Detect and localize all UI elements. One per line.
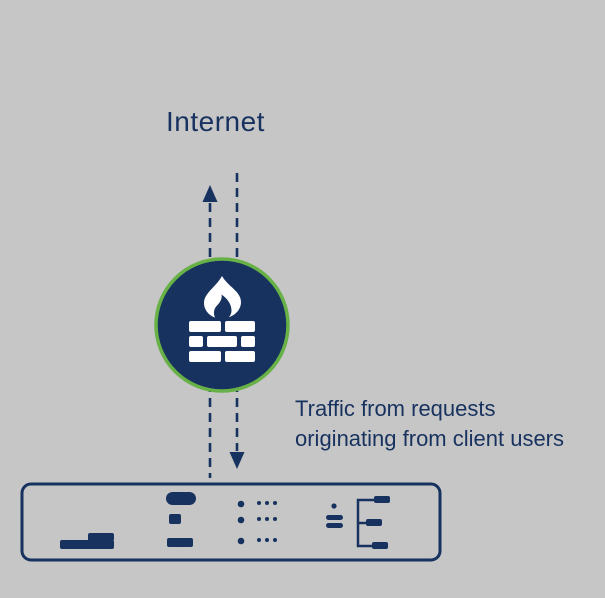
traffic-annotation-line1: Traffic from requests: [295, 396, 496, 421]
appliance-chassis-outline: [20, 482, 442, 562]
traffic-annotation-line2: originating from client users: [295, 426, 564, 451]
appliance-led-dots: [237, 500, 277, 545]
brick-wall-icon: [189, 321, 255, 362]
appliance-connector-bracket: [356, 496, 390, 549]
network-appliance-front-panel: [20, 482, 442, 562]
appliance-drive-bay: [60, 533, 114, 549]
flame-icon: [204, 276, 241, 318]
downstream-arrowhead: [229, 452, 245, 469]
upstream-arrowhead: [202, 185, 218, 202]
appliance-status-indicator: [326, 503, 343, 528]
traffic-annotation: Traffic from requests originating from c…: [295, 396, 564, 451]
internet-label: Internet: [166, 106, 265, 137]
firewall-icon: [154, 257, 290, 393]
appliance-ports: [166, 492, 196, 547]
